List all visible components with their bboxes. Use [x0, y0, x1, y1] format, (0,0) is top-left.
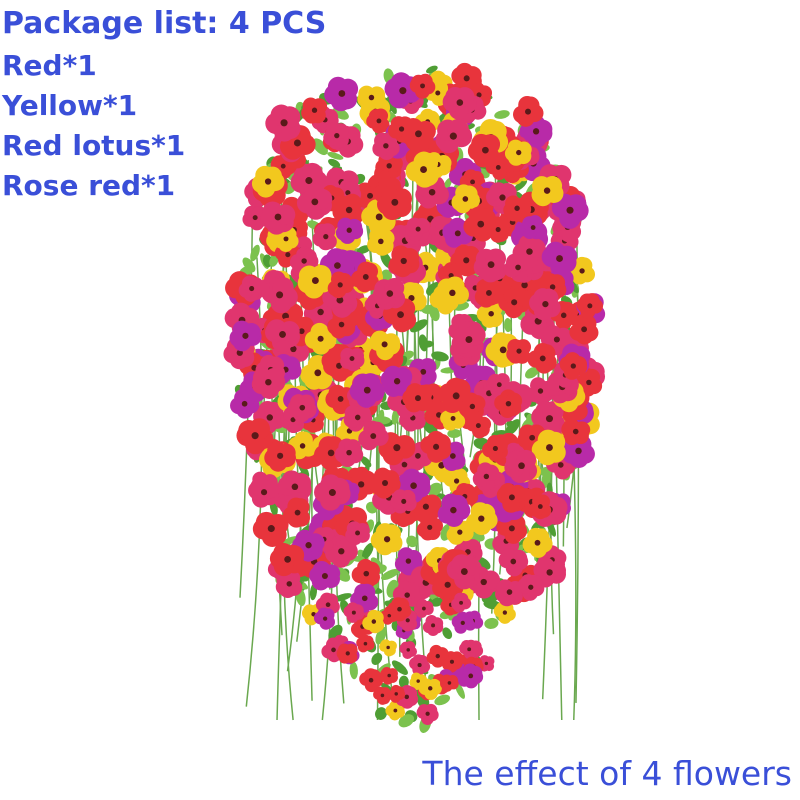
package-item-rose-red: Rose red*1 [2, 169, 176, 202]
package-item-red-lotus: Red lotus*1 [2, 129, 186, 162]
petunia-flowers [223, 62, 606, 725]
package-list: Package list: 4 PCS Red*1 Yellow*1 Red l… [2, 2, 326, 206]
package-list-title: Package list: 4 PCS [2, 6, 327, 41]
package-item-yellow: Yellow*1 [2, 89, 138, 122]
package-item-red: Red*1 [2, 49, 97, 82]
effect-caption: The effect of 4 flowers [422, 754, 792, 793]
